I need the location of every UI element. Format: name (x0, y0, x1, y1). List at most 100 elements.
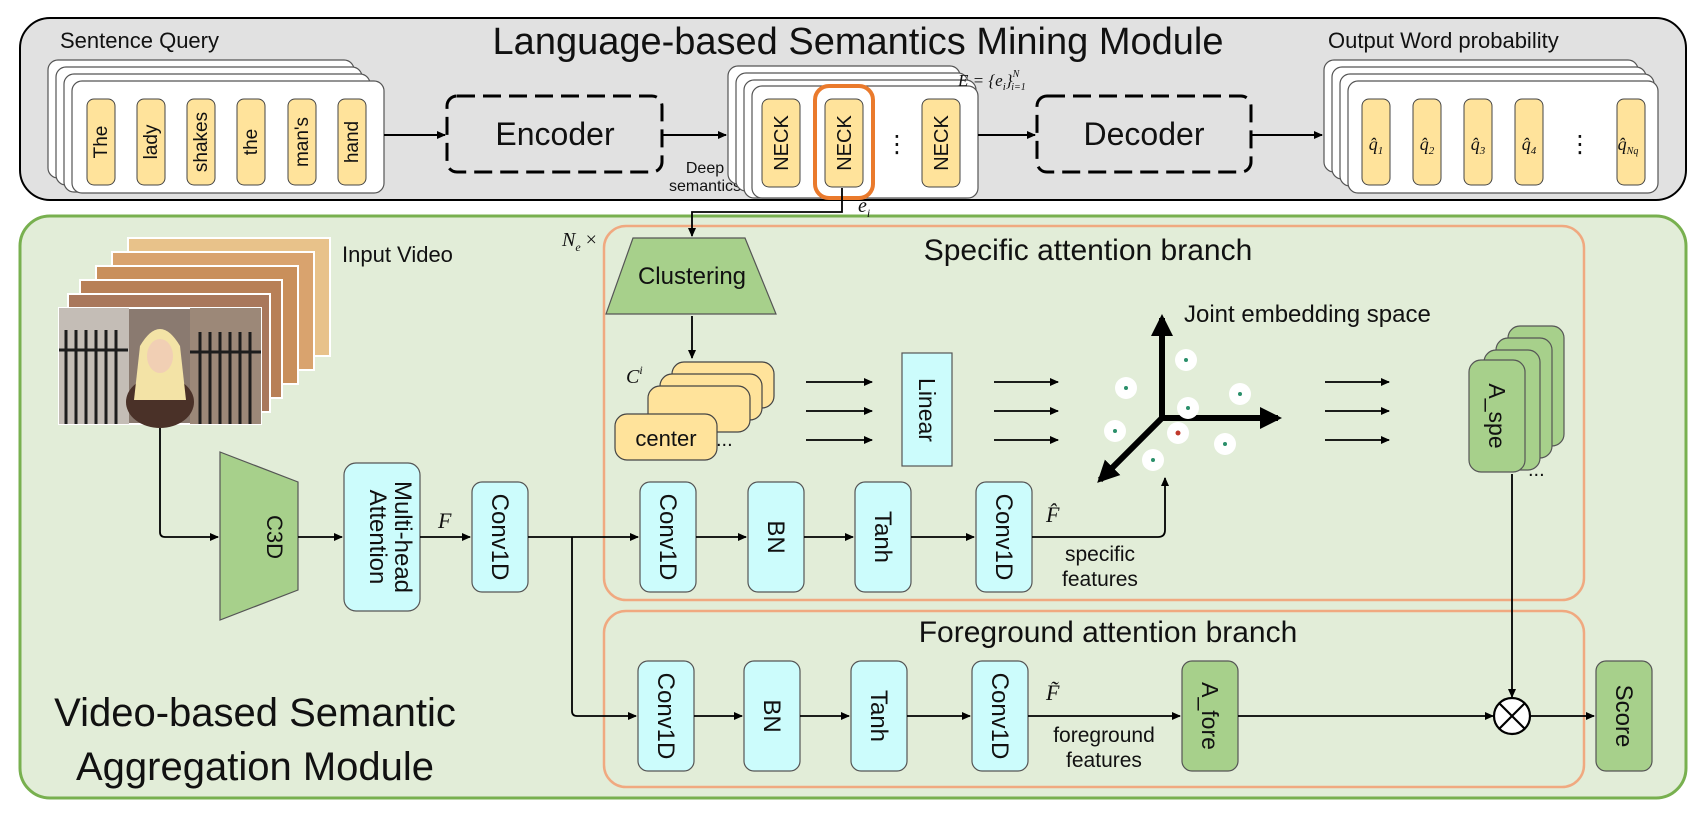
output-word-probability-label: Output Word probability (1328, 28, 1559, 53)
specific-features-label-line1: specific (1065, 543, 1135, 566)
joint-embedding-space-label: Joint embedding space (1184, 301, 1431, 328)
svg-text:Conv1D: Conv1D (652, 673, 679, 760)
svg-text:The: The (91, 126, 112, 159)
specific-features-label-line2: features (1062, 568, 1138, 591)
output-ellipsis: ⋮ (1568, 131, 1592, 158)
svg-text:the: the (241, 129, 262, 155)
arrows-to-linear (806, 378, 873, 444)
decoder-box: Decoder (1035, 94, 1253, 174)
video-frame-image (58, 307, 262, 428)
foreground-conv1d-block-2: Conv1D (971, 660, 1029, 772)
specific-bn-block: BN (747, 481, 805, 593)
svg-text:Decoder: Decoder (1084, 116, 1205, 152)
specific-conv1d-block-1: Conv1D (639, 481, 697, 593)
embedding-points (1104, 349, 1251, 471)
encoder-box: Encoder (445, 94, 664, 174)
sentence-query-label: Sentence Query (60, 28, 219, 53)
arrow-conv1d-to-foreground (571, 537, 637, 720)
word-token: shakes (186, 98, 216, 186)
score-block: Score (1595, 660, 1653, 772)
arrow-video-to-c3d (159, 428, 219, 541)
a-fore-block: A_fore (1181, 660, 1239, 772)
foreground-features-label-line2: features (1066, 749, 1142, 772)
svg-text:NECK: NECK (834, 115, 856, 171)
a-spe-stack: A_spe ... (1468, 325, 1565, 481)
svg-text:Tanh: Tanh (865, 690, 892, 742)
svg-text:Score: Score (1610, 685, 1637, 748)
video-module-title-line2: Aggregation Module (76, 745, 434, 789)
output-word-tokens: q̂1 q̂2 q̂3 q̂4 ⋮ q̂Nq (1361, 98, 1646, 186)
svg-text:Conv1D: Conv1D (986, 673, 1013, 760)
f-tilde-label: F̃ (1045, 680, 1060, 705)
svg-text:Linear: Linear (914, 378, 940, 442)
svg-text:BN: BN (762, 520, 789, 553)
svg-text:A_fore: A_fore (1197, 682, 1223, 750)
joint-embedding-axes (1097, 314, 1282, 483)
video-module-panel (18, 214, 1688, 800)
svg-text:Conv1D: Conv1D (486, 494, 513, 581)
arrows-to-a-spe (1325, 378, 1390, 444)
output-token: q̂3 (1463, 98, 1493, 186)
ne-times-label: Ne × (561, 229, 597, 254)
neck-token-selected: NECK (813, 84, 875, 200)
svg-text:center: center (635, 426, 696, 451)
foreground-bn-block: BN (743, 660, 801, 772)
linear-block: Linear (901, 352, 953, 467)
arrow-ei-to-clustering (688, 188, 843, 237)
svg-text:...: ... (716, 429, 733, 451)
foreground-attention-branch (602, 609, 1586, 789)
specific-conv1d-block-2: Conv1D (975, 481, 1033, 593)
svg-text:Clustering: Clustering (638, 263, 746, 290)
word-token: man's (287, 98, 317, 186)
neck-ellipsis: ⋮ (885, 131, 909, 158)
output-token: q̂4 (1514, 98, 1544, 186)
foreground-conv1d-block-1: Conv1D (637, 660, 695, 772)
cluster-center-stack: center ... (614, 361, 775, 461)
specific-branch-title: Specific attention branch (924, 234, 1253, 267)
svg-text:shakes: shakes (191, 112, 212, 172)
conv1d-block-main: Conv1D (471, 481, 529, 593)
word-token: hand (337, 98, 367, 186)
f-hat-label: F̂ (1045, 502, 1060, 527)
c3d-block: C3D (219, 451, 299, 621)
svg-text:Conv1D: Conv1D (990, 494, 1017, 581)
word-token: The (86, 98, 116, 186)
svg-text:man's: man's (292, 117, 313, 167)
svg-text:BN: BN (758, 699, 785, 732)
foreground-features-label-line1: foreground (1053, 724, 1155, 747)
svg-text:Tanh: Tanh (869, 511, 896, 563)
arrow-specific-features-to-space (1032, 477, 1169, 538)
arrows-from-linear (994, 378, 1059, 444)
svg-text:Attention: Attention (364, 490, 391, 585)
svg-text:C3D: C3D (262, 515, 287, 559)
neck-token: NECK (921, 98, 961, 188)
sentence-word-tokens: The lady shakes the man's hand (86, 98, 367, 186)
f-feature-label: F (437, 508, 452, 533)
clustering-block: Clustering (605, 237, 777, 315)
language-module-title: Language-based Semantics Mining Module (493, 21, 1224, 63)
foreground-branch-title: Foreground attention branch (919, 616, 1298, 649)
svg-text:hand: hand (342, 121, 363, 163)
svg-text:lady: lady (141, 124, 162, 159)
neck-token: NECK (761, 98, 801, 188)
output-token: q̂1 (1361, 98, 1391, 186)
multiply-operator (1492, 696, 1532, 736)
input-video-label: Input Video (342, 242, 453, 267)
svg-text:Multi-head: Multi-head (389, 481, 416, 593)
svg-text:A_spe: A_spe (1484, 383, 1510, 448)
word-token: lady (136, 98, 166, 186)
ci-label: Ci (626, 363, 643, 388)
multi-head-attention-block: Multi-head Attention (343, 462, 421, 612)
specific-attention-branch (602, 224, 1586, 602)
svg-text:Encoder: Encoder (495, 116, 615, 152)
specific-tanh-block: Tanh (854, 481, 912, 593)
video-module-title-line1: Video-based Semantic (54, 691, 456, 735)
output-token: q̂Nq (1616, 98, 1646, 186)
svg-text:...: ... (1528, 459, 1545, 481)
foreground-tanh-block: Tanh (850, 660, 908, 772)
output-token: q̂2 (1412, 98, 1442, 186)
word-token: the (236, 98, 266, 186)
svg-text:NECK: NECK (771, 115, 793, 171)
svg-text:Conv1D: Conv1D (654, 494, 681, 581)
